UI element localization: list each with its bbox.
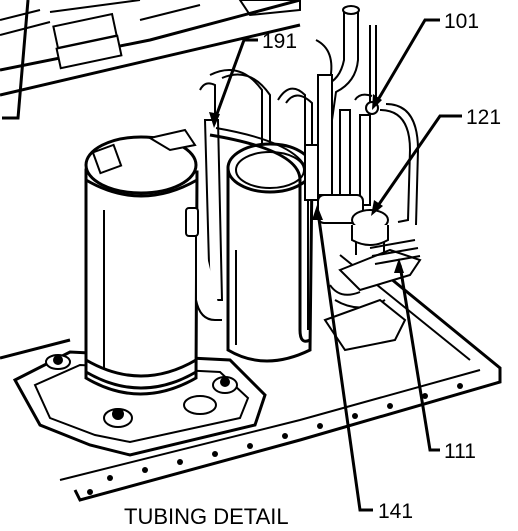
callout-191: 191	[262, 30, 297, 53]
callout-141: 141	[378, 500, 413, 523]
compressor-right	[226, 142, 314, 363]
valve-assembly	[317, 25, 420, 255]
terminal-box	[91, 143, 123, 175]
left-leader-line	[2, 0, 30, 120]
callout-121: 121	[466, 106, 501, 129]
compressor-left	[84, 128, 199, 396]
callout-leaders	[209, 18, 462, 512]
discharge-pipe	[304, 5, 360, 201]
service-valves	[323, 239, 422, 352]
callout-101: 101	[444, 10, 479, 33]
suction-tubing	[185, 69, 313, 343]
base-pan	[0, 254, 502, 502]
mounting-plate	[12, 350, 267, 457]
cabinet-panel	[0, 0, 301, 97]
callout-111: 111	[444, 440, 476, 463]
figure-caption: TUBING DETAIL	[124, 504, 289, 529]
